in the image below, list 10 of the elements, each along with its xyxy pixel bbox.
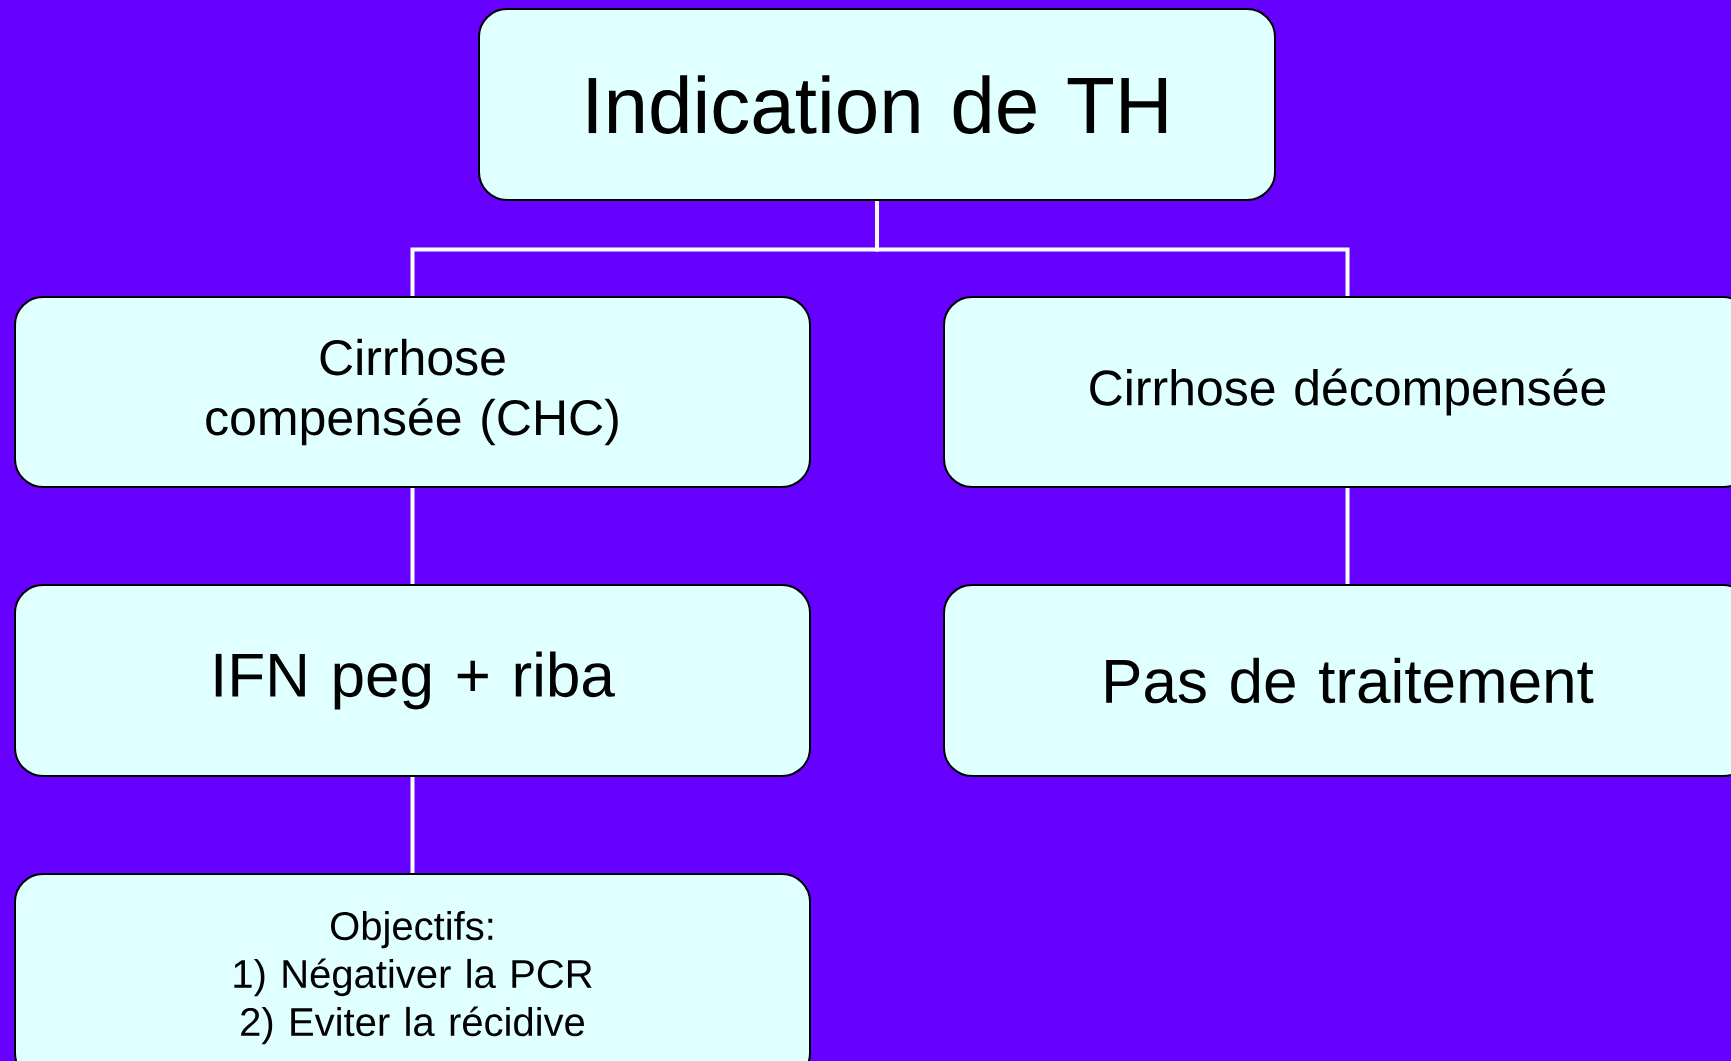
process-box: Objectifs: 1) Négativer la PCR 2) Eviter la récidive bbox=[14, 873, 811, 1061]
process-box: Indication de TH bbox=[478, 8, 1276, 201]
process-box: Pas de traitement bbox=[943, 584, 1731, 777]
process-box: Cirrhose décompensée bbox=[943, 296, 1731, 488]
connector-line bbox=[875, 201, 1350, 296]
connector-line bbox=[410, 777, 415, 873]
connector-line bbox=[410, 488, 415, 584]
connector-line bbox=[1345, 488, 1350, 584]
process-box: IFN peg + riba bbox=[14, 584, 811, 777]
process-box: Cirrhose compensée (CHC) bbox=[14, 296, 811, 488]
